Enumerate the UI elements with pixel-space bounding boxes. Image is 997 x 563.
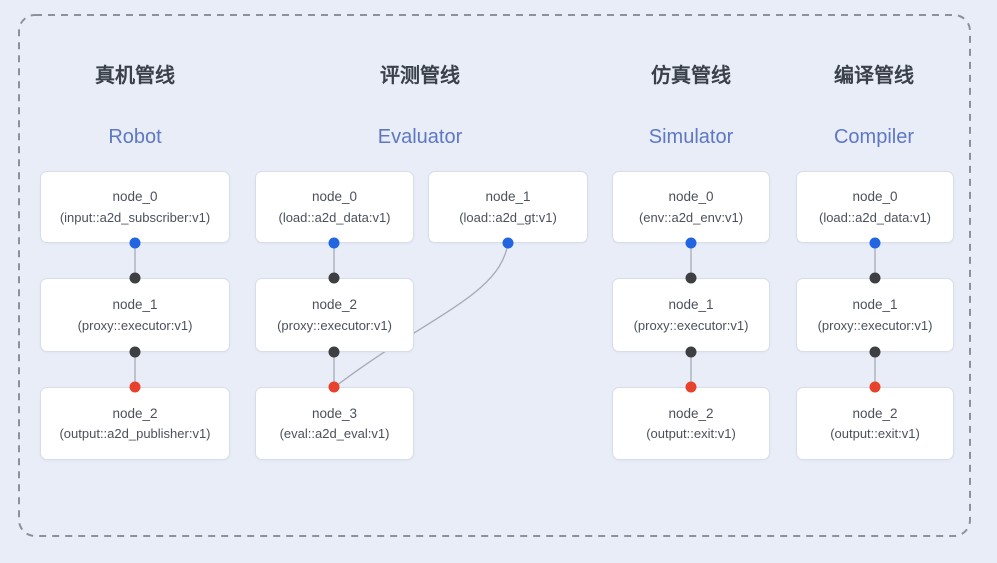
node-robot-node0[interactable]: node_0 (input::a2d_subscriber:v1) bbox=[40, 171, 230, 243]
pipeline-title-zh-evaluator: 评测管线 bbox=[380, 65, 460, 87]
node-robot-node1[interactable]: node_1 (proxy::executor:v1) bbox=[40, 278, 230, 352]
node-type: (load::a2d_data:v1) bbox=[818, 209, 932, 225]
node-type: (output::a2d_publisher:v1) bbox=[59, 426, 211, 442]
node-simulator-node2[interactable]: node_2 (output::exit:v1) bbox=[612, 387, 770, 460]
port-blue-icon bbox=[502, 237, 514, 249]
node-evaluator-node0[interactable]: node_0 (load::a2d_data:v1) bbox=[255, 171, 414, 243]
node-name: node_1 bbox=[112, 297, 158, 313]
port-dark-icon bbox=[328, 272, 340, 284]
node-name: node_0 bbox=[311, 189, 358, 205]
pipeline-title-en-robot: Robot bbox=[108, 126, 162, 148]
pipeline-title-en-compiler: Compiler bbox=[833, 126, 915, 148]
node-evaluator-node3[interactable]: node_3 (eval::a2d_eval:v1) bbox=[255, 387, 414, 460]
node-compiler-node1[interactable]: node_1 (proxy::executor:v1) bbox=[796, 278, 954, 352]
node-simulator-node0[interactable]: node_0 (env::a2d_env:v1) bbox=[612, 171, 770, 243]
node-robot-node2[interactable]: node_2 (output::a2d_publisher:v1) bbox=[40, 387, 230, 460]
port-red-icon bbox=[869, 381, 881, 393]
node-name: node_1 bbox=[668, 297, 714, 313]
pipeline-title-zh-compiler: 编译管线 bbox=[834, 65, 914, 87]
node-type: (proxy::executor:v1) bbox=[277, 317, 392, 333]
node-name: node_2 bbox=[311, 297, 358, 313]
port-dark-icon bbox=[129, 346, 141, 358]
node-type: (proxy::executor:v1) bbox=[633, 317, 749, 333]
node-type: (output::exit:v1) bbox=[646, 426, 736, 442]
pipeline-title-zh-simulator: 仿真管线 bbox=[651, 65, 731, 87]
node-type: (load::a2d_gt:v1) bbox=[459, 209, 557, 225]
node-name: node_0 bbox=[112, 189, 158, 205]
node-name: node_2 bbox=[852, 405, 898, 421]
port-blue-icon bbox=[685, 237, 697, 249]
dashed-frame bbox=[18, 14, 971, 537]
pipeline-title-en-evaluator: Evaluator bbox=[377, 126, 463, 148]
node-type: (proxy::executor:v1) bbox=[77, 317, 193, 333]
port-red-icon bbox=[129, 381, 141, 393]
pipeline-title-zh-robot: 真机管线 bbox=[95, 65, 175, 87]
node-evaluator-node2[interactable]: node_2 (proxy::executor:v1) bbox=[255, 278, 414, 352]
port-blue-icon bbox=[328, 237, 340, 249]
port-blue-icon bbox=[869, 237, 881, 249]
node-type: (proxy::executor:v1) bbox=[817, 317, 933, 333]
node-name: node_3 bbox=[311, 405, 358, 421]
port-dark-icon bbox=[685, 346, 697, 358]
node-name: node_0 bbox=[852, 189, 898, 205]
port-red-icon bbox=[328, 381, 340, 393]
node-type: (env::a2d_env:v1) bbox=[638, 209, 744, 225]
node-type: (output::exit:v1) bbox=[830, 426, 920, 442]
port-dark-icon bbox=[869, 272, 881, 284]
node-name: node_0 bbox=[668, 189, 714, 205]
port-dark-icon bbox=[129, 272, 141, 284]
port-red-icon bbox=[685, 381, 697, 393]
port-dark-icon bbox=[328, 346, 340, 358]
node-name: node_2 bbox=[112, 405, 158, 421]
port-dark-icon bbox=[685, 272, 697, 284]
node-type: (load::a2d_data:v1) bbox=[278, 209, 391, 225]
node-evaluator-node1[interactable]: node_1 (load::a2d_gt:v1) bbox=[428, 171, 588, 243]
node-compiler-node0[interactable]: node_0 (load::a2d_data:v1) bbox=[796, 171, 954, 243]
node-name: node_2 bbox=[668, 405, 714, 421]
node-compiler-node2[interactable]: node_2 (output::exit:v1) bbox=[796, 387, 954, 460]
port-blue-icon bbox=[129, 237, 141, 249]
port-dark-icon bbox=[869, 346, 881, 358]
node-type: (input::a2d_subscriber:v1) bbox=[59, 209, 211, 225]
node-simulator-node1[interactable]: node_1 (proxy::executor:v1) bbox=[612, 278, 770, 352]
node-name: node_1 bbox=[852, 297, 898, 313]
node-name: node_1 bbox=[485, 189, 531, 205]
node-type: (eval::a2d_eval:v1) bbox=[279, 426, 390, 442]
pipeline-title-en-simulator: Simulator bbox=[648, 126, 734, 148]
